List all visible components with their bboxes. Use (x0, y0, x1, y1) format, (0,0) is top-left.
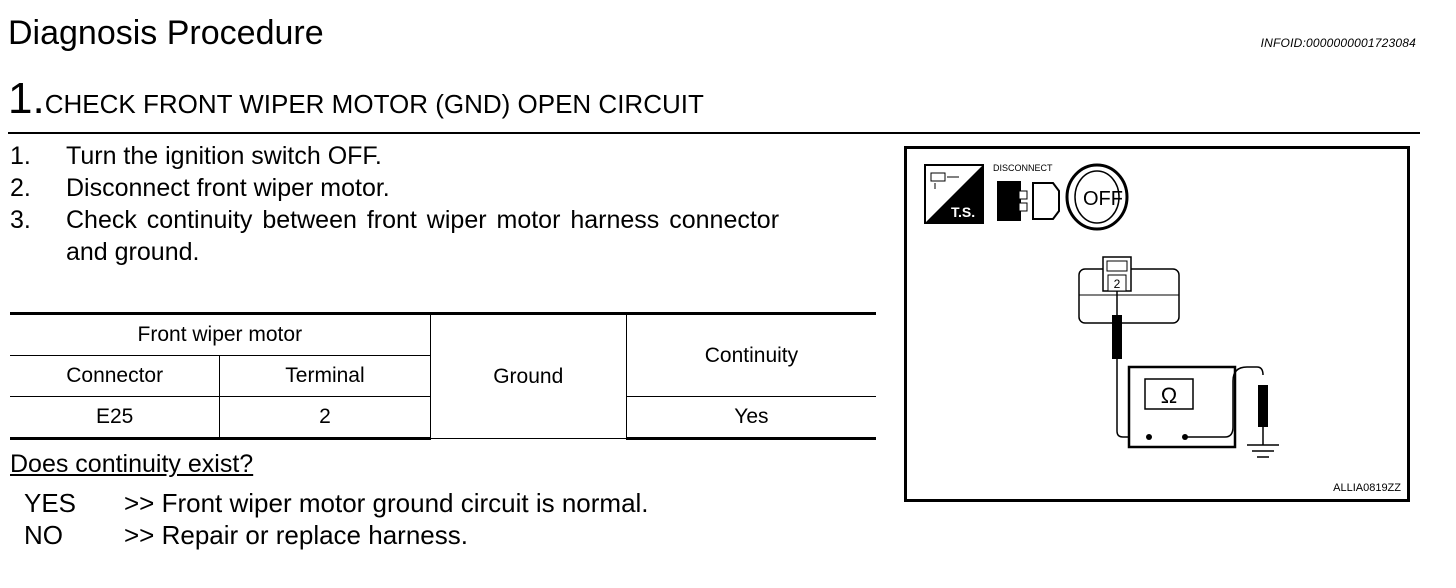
instruction-number: 1. (10, 142, 31, 170)
instruction-item: 1. Turn the ignition switch OFF. (10, 140, 890, 172)
ground-icon (1247, 444, 1279, 458)
answer-text: >> Repair or replace harness. (124, 520, 468, 550)
terminal-header: Terminal (219, 355, 431, 397)
connector-cell: E25 (10, 396, 221, 440)
terminal-cell: 2 (219, 396, 431, 440)
answer-text: >> Front wiper motor ground circuit is n… (124, 488, 649, 518)
continuity-header: Continuity (625, 312, 876, 397)
answer-key: NO (24, 520, 63, 550)
ground-header: Ground (429, 312, 627, 439)
ignition-off-icon: OFF (1065, 163, 1129, 231)
instruction-number: 3. (10, 206, 31, 234)
table-header-row: Front wiper motor Ground Continuity (10, 312, 876, 439)
ohmmeter-icon: Ω (1127, 365, 1237, 449)
figure-code: ALLIA0819ZZ (1333, 482, 1401, 494)
instruction-list: 1. Turn the ignition switch OFF. 2. Disc… (10, 140, 890, 270)
disconnect-icon: DISCONNECT (993, 163, 1060, 221)
figure-drawing: T.S. DISCONNECT OFF 2 (924, 163, 1401, 494)
continuity-table: Front wiper motor Ground Continuity Conn… (10, 312, 876, 440)
answer-yes: YES >> Front wiper motor ground circuit … (24, 488, 824, 520)
instruction-text: and ground. (66, 238, 200, 266)
connector-icon: 2 (1078, 256, 1180, 324)
instruction-number: 2. (10, 174, 31, 202)
wiring-figure: T.S. DISCONNECT OFF 2 (904, 146, 1410, 502)
instruction-text: Disconnect front wiper motor. (66, 174, 390, 202)
instruction-text: Check continuity between front wiper mot… (66, 206, 780, 234)
question-text: Does continuity exist? (10, 450, 254, 478)
terminal-label: 2 (1114, 277, 1121, 291)
info-id: INFOID:0000000001723084 (1260, 36, 1416, 50)
off-label: OFF (1083, 188, 1123, 210)
group-header: Front wiper motor (10, 312, 431, 356)
instruction-item: and ground. (10, 236, 890, 268)
instruction-item: 2. Disconnect front wiper motor. (10, 172, 890, 204)
step-heading: 1.CHECK FRONT WIPER MOTOR (GND) OPEN CIR… (8, 74, 704, 124)
step-number: 1. (8, 74, 45, 123)
connector-header: Connector (10, 355, 221, 397)
table-row: E25 2 Yes (10, 396, 876, 440)
continuity-cell: Yes (625, 396, 876, 440)
instruction-item: 3. Check continuity between front wiper … (10, 204, 890, 236)
answer-key: YES (24, 488, 77, 518)
tester-icon: T.S. (924, 164, 984, 224)
page-title: Diagnosis Procedure (8, 14, 324, 52)
ts-label: T.S. (951, 204, 975, 220)
answer-no: NO >> Repair or replace harness. (24, 520, 824, 552)
step-title: CHECK FRONT WIPER MOTOR (GND) OPEN CIRCU… (44, 89, 704, 119)
instruction-text: Turn the ignition switch OFF. (66, 142, 382, 170)
meter-symbol: Ω (1161, 383, 1177, 408)
table-subheader-row: Connector Terminal (10, 355, 876, 397)
section-divider (8, 132, 1420, 134)
probe-icon (1112, 291, 1122, 359)
disconnect-label: DISCONNECT (993, 163, 1053, 173)
